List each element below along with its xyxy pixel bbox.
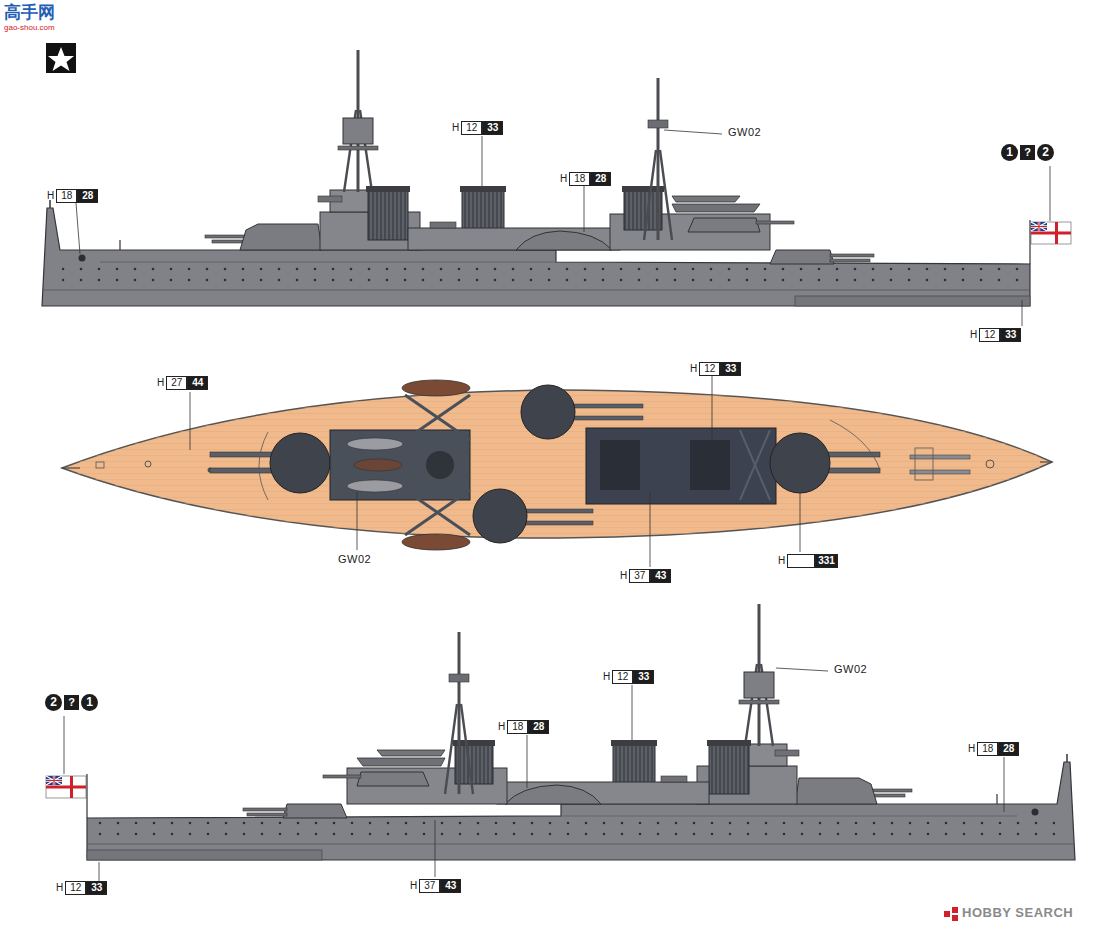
paint-code: 44 xyxy=(187,376,208,390)
paint-code: 12 xyxy=(979,328,1000,342)
paint-code: 33 xyxy=(720,362,741,376)
paint-callout: H3743 xyxy=(620,569,671,583)
paint-code: 37 xyxy=(629,569,650,583)
paint-callout: H1828 xyxy=(968,742,1019,756)
watermark: gao-shou.com xyxy=(4,23,55,33)
paint-prefix: H xyxy=(620,570,629,582)
paint-code: 18 xyxy=(569,172,590,186)
paint-code: 12 xyxy=(461,121,482,135)
paint-callout: gao-shou.com xyxy=(4,23,55,33)
paint-prefix: H xyxy=(410,880,419,892)
paint-code: 18 xyxy=(977,742,998,756)
callout-number: 2 xyxy=(45,694,62,711)
part-number: GW02 xyxy=(336,553,373,565)
paint-callout: H1233 xyxy=(452,121,503,135)
paint-code-box xyxy=(787,554,815,568)
paint-callout: H1233 xyxy=(690,362,741,376)
paint-code: 331 xyxy=(815,554,838,568)
paint-code: 33 xyxy=(1000,328,1021,342)
paint-callout: H1828 xyxy=(498,720,549,734)
paint-code: 12 xyxy=(612,670,633,684)
paint-code: 43 xyxy=(440,879,461,893)
paint-prefix: H xyxy=(56,882,65,894)
watermark: HOBBY SEARCH xyxy=(962,905,1073,921)
paint-prefix: H xyxy=(47,190,56,202)
callout-number: 2 xyxy=(1037,144,1054,161)
callout-number: 1 xyxy=(1001,144,1018,161)
callout-number: ? xyxy=(64,695,79,710)
paint-code: 33 xyxy=(633,670,654,684)
paint-prefix: H xyxy=(970,329,979,341)
paint-callout: 高手网 xyxy=(4,2,55,22)
paint-callout: H3743 xyxy=(410,879,461,893)
paint-prefix: H xyxy=(603,671,612,683)
paint-callout: HOBBY SEARCH xyxy=(962,905,1073,921)
paint-code: 28 xyxy=(998,742,1019,756)
paint-prefix: H xyxy=(498,721,507,733)
part-number: GW02 xyxy=(726,126,763,138)
paint-callout: GW02 xyxy=(336,553,373,565)
watermark: 高手网 xyxy=(4,2,55,22)
callout-number: 1 xyxy=(81,694,98,711)
part-number: GW02 xyxy=(832,663,869,675)
paint-callout: H 331 xyxy=(778,554,838,568)
paint-prefix: H xyxy=(452,122,461,134)
paint-prefix: H xyxy=(560,173,569,185)
paint-code: 12 xyxy=(65,881,86,895)
paint-prefix: H xyxy=(778,555,787,567)
paint-callout: H1233 xyxy=(56,881,107,895)
paint-code: 33 xyxy=(86,881,107,895)
paint-code: 43 xyxy=(650,569,671,583)
paint-code: 28 xyxy=(528,720,549,734)
paint-code: 33 xyxy=(482,121,503,135)
paint-callout: H1828 xyxy=(560,172,611,186)
paint-callout: 2?1 xyxy=(44,694,99,711)
paint-code: 12 xyxy=(699,362,720,376)
paint-callout: H2744 xyxy=(157,376,208,390)
paint-code: 27 xyxy=(166,376,187,390)
paint-prefix: H xyxy=(157,377,166,389)
paint-code: 28 xyxy=(590,172,611,186)
paint-callout: H1233 xyxy=(970,328,1021,342)
paint-code: 18 xyxy=(507,720,528,734)
paint-callout: GW02 xyxy=(726,126,763,138)
paint-callout: 1?2 xyxy=(1000,144,1055,161)
paint-callout: H1233 xyxy=(603,670,654,684)
paint-prefix: H xyxy=(968,743,977,755)
callout-number: ? xyxy=(1020,145,1035,160)
paint-code: 37 xyxy=(419,879,440,893)
paint-callout: GW02 xyxy=(832,663,869,675)
paint-code: 28 xyxy=(77,189,98,203)
paint-callout: H1828 xyxy=(47,189,98,203)
paint-prefix: H xyxy=(690,363,699,375)
paint-code: 18 xyxy=(56,189,77,203)
